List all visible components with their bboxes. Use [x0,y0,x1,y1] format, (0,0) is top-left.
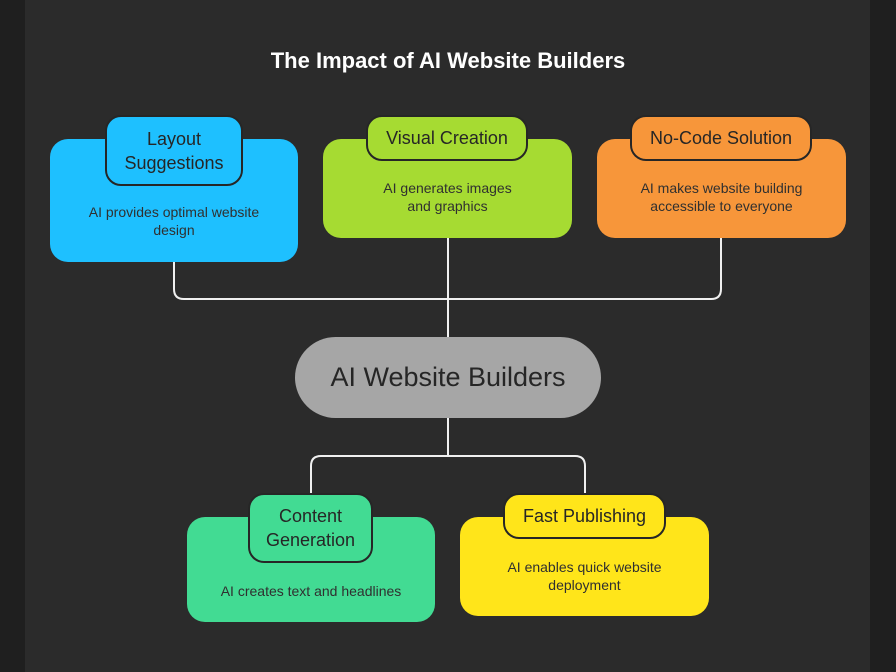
node-description: AI makes website building accessible to … [640,180,803,214]
node-title-fast-publishing: Fast Publishing [503,493,666,539]
node-description: AI generates images and graphics [383,180,512,214]
node-title-layout-suggestions: Layout Suggestions [105,115,243,186]
node-title-no-code-solution: No-Code Solution [630,115,812,161]
node-description: AI provides optimal website design [88,204,260,238]
node-title-visual-creation: Visual Creation [366,115,528,161]
node-description: AI creates text and headlines [220,583,402,599]
node-description: AI enables quick website deployment [507,559,662,593]
node-title-content-generation: Content Generation [248,493,373,563]
connector-top [173,238,722,337]
connector-bottom [310,418,586,493]
diagram-title: The Impact of AI Website Builders [270,48,626,73]
central-node: AI Website Builders [295,337,601,418]
